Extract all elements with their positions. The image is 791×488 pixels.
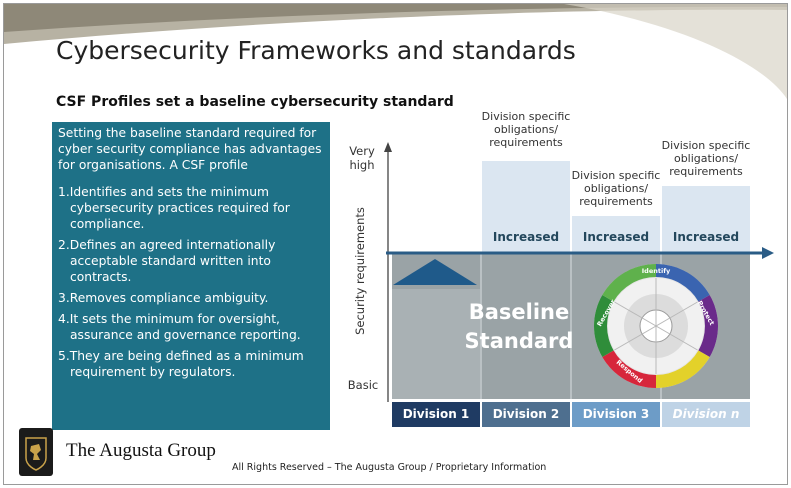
division-3-label: Division 3 xyxy=(572,402,660,427)
augusta-logo xyxy=(19,428,53,476)
division3-increase-column xyxy=(572,216,660,254)
division-2-label: Division 2 xyxy=(482,402,570,427)
header-swoosh-decoration xyxy=(4,4,787,99)
division-n-label: Division n xyxy=(662,402,750,427)
list-item: 4.It sets the minimum for oversight, ass… xyxy=(58,312,301,342)
baseline-standard-label: Baseline Standard xyxy=(464,300,574,353)
division1-column xyxy=(392,289,480,399)
y-top-label: Very high xyxy=(349,144,375,172)
info-panel: Setting the baseline standard required f… xyxy=(52,122,330,430)
baseline-diagram: Identify Protect Recover Respond xyxy=(384,142,774,402)
y-axis-arrowhead xyxy=(384,142,392,152)
divisionn-increased-label: Increased xyxy=(672,230,740,244)
list-item: 1.Identifies and sets the minimum cybers… xyxy=(58,185,290,231)
panel-intro: Setting the baseline standard required f… xyxy=(58,126,322,172)
division1-triangle xyxy=(393,259,477,285)
framework-wheel-icon: Identify Protect Recover Respond xyxy=(593,264,719,388)
lion-crest-icon xyxy=(25,437,47,471)
footer-text: All Rights Reserved – The Augusta Group … xyxy=(232,462,547,473)
division-1-label: Division 1 xyxy=(392,402,480,427)
benefit-list: 1.Identifies and sets the minimum cybers… xyxy=(58,184,324,380)
divisionn-increase-column xyxy=(662,186,750,254)
slide: Cybersecurity Frameworks and standards C… xyxy=(3,3,788,485)
brand-name: The Augusta Group xyxy=(66,440,216,461)
division2-increased-label: Increased xyxy=(492,230,560,244)
slide-title: Cybersecurity Frameworks and standards xyxy=(56,36,576,65)
y-bottom-label: Basic xyxy=(347,378,379,392)
list-item: 3.Removes compliance ambiguity. xyxy=(58,291,269,305)
list-item: 2.Defines an agreed internationally acce… xyxy=(58,238,276,284)
division2-obligation-label: Division specific obligations/ requireme… xyxy=(481,110,571,149)
baseline-arrowhead xyxy=(762,247,774,259)
divisionn-obligation-label: Division specific obligations/ requireme… xyxy=(661,139,751,178)
division3-increased-label: Increased xyxy=(582,230,650,244)
division3-obligation-label: Division specific obligations/ requireme… xyxy=(571,169,661,208)
list-item: 5.They are being defined as a minimum re… xyxy=(58,349,304,379)
wheel-label-identify: Identify xyxy=(642,267,671,275)
division2-increase-column xyxy=(482,161,570,254)
slide-subtitle: CSF Profiles set a baseline cybersecurit… xyxy=(56,94,454,110)
y-axis-label: Security requirements xyxy=(353,207,367,335)
